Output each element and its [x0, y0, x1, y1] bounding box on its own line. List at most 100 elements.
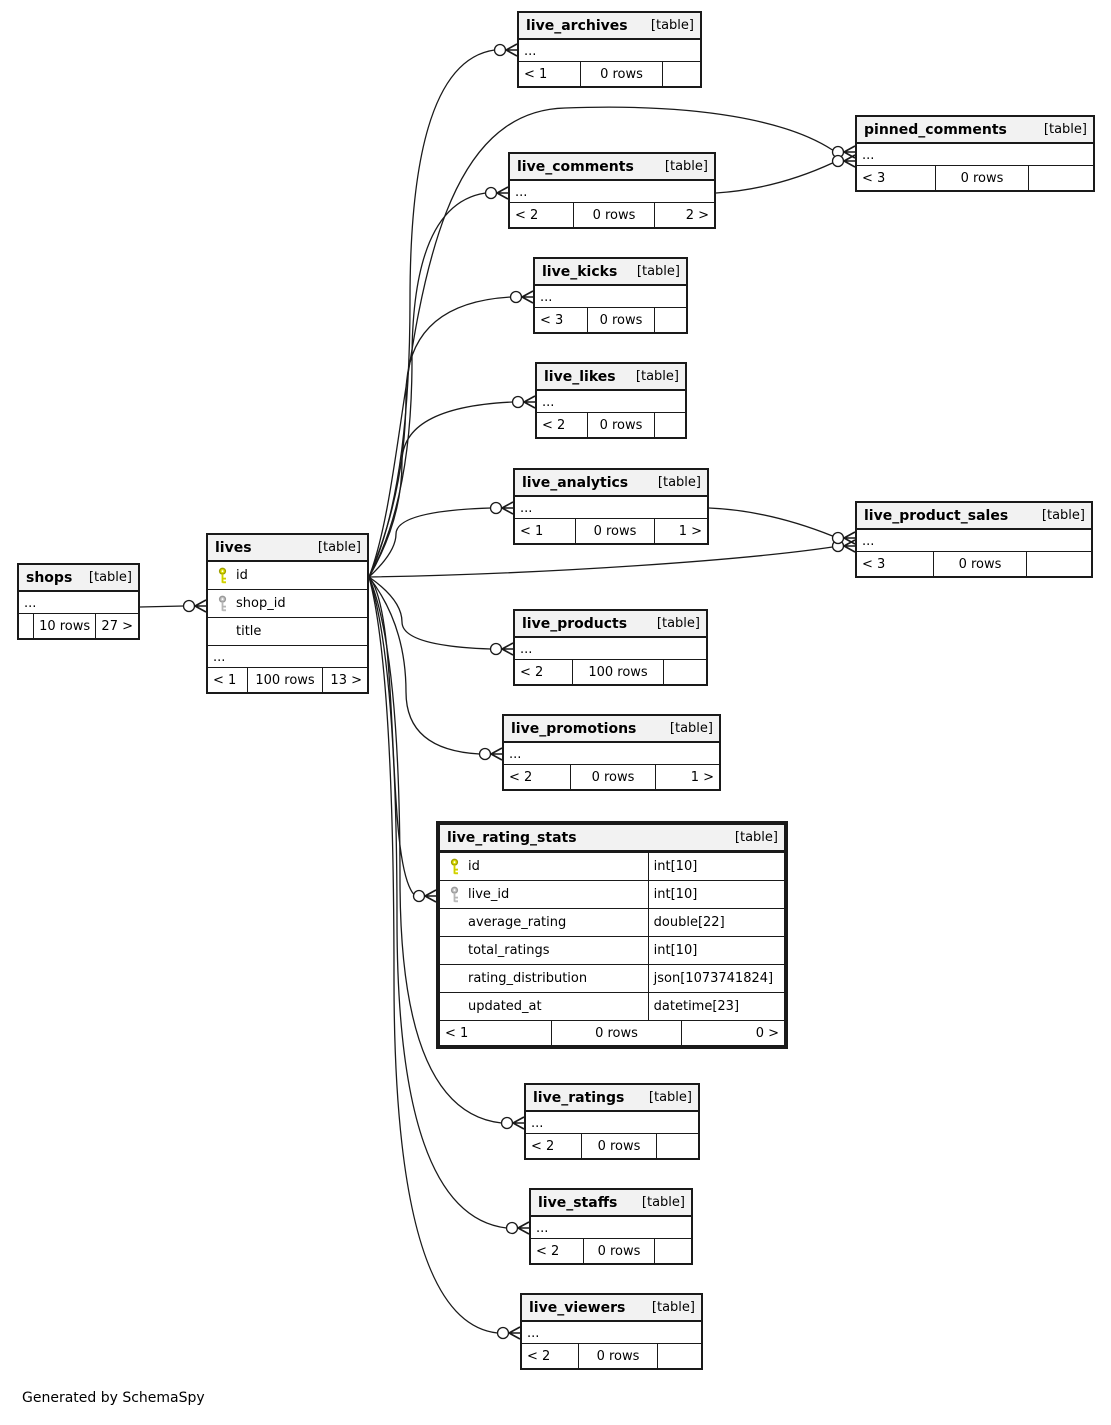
- parent-count: < 1: [445, 1025, 469, 1041]
- child-count: [655, 1239, 691, 1263]
- table-tag: [table]: [635, 369, 679, 384]
- parent-count: < 2: [509, 769, 533, 785]
- row-count: 0 rows: [580, 62, 663, 86]
- row-count: 0 rows: [581, 1134, 657, 1158]
- table-name: live_promotions: [511, 720, 637, 737]
- row-count: 100 rows: [247, 668, 323, 692]
- primary-key-icon: [450, 858, 459, 875]
- foreign-key-icon: [450, 886, 459, 903]
- collapsed-columns-ellipsis: ...: [857, 144, 1093, 166]
- table-name: live_ratings: [533, 1089, 625, 1106]
- table-name: pinned_comments: [864, 121, 1007, 138]
- collapsed-columns-ellipsis: ...: [208, 646, 367, 668]
- row-count: 0 rows: [933, 552, 1027, 576]
- table-name: live_product_sales: [864, 507, 1009, 524]
- column-type: int[10]: [647, 937, 780, 964]
- row-count: 0 rows: [575, 519, 655, 543]
- table-header: live_promotions[table]: [504, 716, 719, 743]
- primary-key-icon: [218, 567, 227, 584]
- collapsed-columns-ellipsis: ...: [537, 391, 685, 413]
- column-name: live_id: [468, 887, 510, 902]
- table-header: shops [table]: [19, 565, 138, 592]
- table-header: live_product_sales [table]: [857, 503, 1091, 530]
- column-row-id: id int[10]: [440, 853, 784, 881]
- table-name: live_likes: [544, 368, 616, 385]
- table-name: live_viewers: [529, 1299, 626, 1316]
- parent-count: < 3: [862, 170, 886, 186]
- parent-count: < 3: [540, 312, 564, 328]
- edge-live_analytics-to-live_product_sales: [708, 507, 856, 545]
- child-count: [655, 413, 685, 437]
- edge-lives-to-live_products: [368, 576, 514, 656]
- table-header: live_kicks[table]: [535, 259, 686, 286]
- collapsed-columns-ellipsis: ...: [515, 497, 707, 519]
- parent-count: < 2: [536, 1243, 560, 1259]
- child-count: 13 >: [330, 672, 362, 688]
- edge-lives-to-live_viewers: [368, 576, 521, 1340]
- column-row-total_ratings: total_ratings int[10]: [440, 937, 784, 965]
- collapsed-columns-ellipsis: ...: [522, 1322, 701, 1344]
- child-count: [664, 660, 706, 684]
- parent-count: < 2: [527, 1348, 551, 1364]
- column-type: int[10]: [647, 853, 780, 880]
- table-header: live_viewers[table]: [522, 1295, 701, 1322]
- edge-lives-to-pinned_comments: [368, 106, 856, 578]
- collapsed-columns-ellipsis: ...: [515, 638, 706, 660]
- table-header: live_staffs[table]: [531, 1190, 691, 1217]
- child-count: 27 >: [101, 618, 133, 634]
- column-name: id: [468, 859, 480, 874]
- collapsed-columns-ellipsis: ...: [526, 1112, 698, 1134]
- column-name: total_ratings: [468, 943, 550, 958]
- column-type: int[10]: [647, 881, 780, 908]
- edge-lives-to-live_archives: [368, 43, 518, 578]
- table-name: shops: [26, 569, 73, 586]
- table-tag: [table]: [88, 570, 132, 585]
- table-name: live_staffs: [538, 1194, 618, 1211]
- row-count: 0 rows: [587, 413, 655, 437]
- row-count: 0 rows: [570, 765, 656, 789]
- edge-live_comments-to-pinned_comments: [715, 154, 856, 194]
- parent-count: < 3: [862, 556, 886, 572]
- child-count: [658, 1344, 701, 1368]
- generator-credit: Generated by SchemaSpy: [22, 1390, 205, 1406]
- column-name: rating_distribution: [468, 971, 588, 986]
- edge-shops-to-lives: [139, 599, 207, 613]
- column-name: shop_id: [236, 596, 286, 611]
- collapsed-columns-ellipsis: ...: [504, 743, 719, 765]
- table-tag: [table]: [317, 540, 361, 555]
- child-count: 2 >: [685, 207, 709, 223]
- row-count: 0 rows: [573, 203, 655, 227]
- foreign-key-icon: [218, 595, 227, 612]
- table-header: live_archives[table]: [519, 13, 700, 40]
- parent-count: < 1: [520, 523, 544, 539]
- parent-count: < 1: [213, 672, 237, 688]
- edge-lives-to-live_product_sales: [368, 539, 856, 578]
- column-row-shop_id: shop_id: [208, 590, 367, 618]
- table-header: live_analytics[table]: [515, 470, 707, 497]
- row-count: 0 rows: [587, 308, 655, 332]
- table-header: pinned_comments[table]: [857, 117, 1093, 144]
- table-tag: [table]: [1041, 508, 1085, 523]
